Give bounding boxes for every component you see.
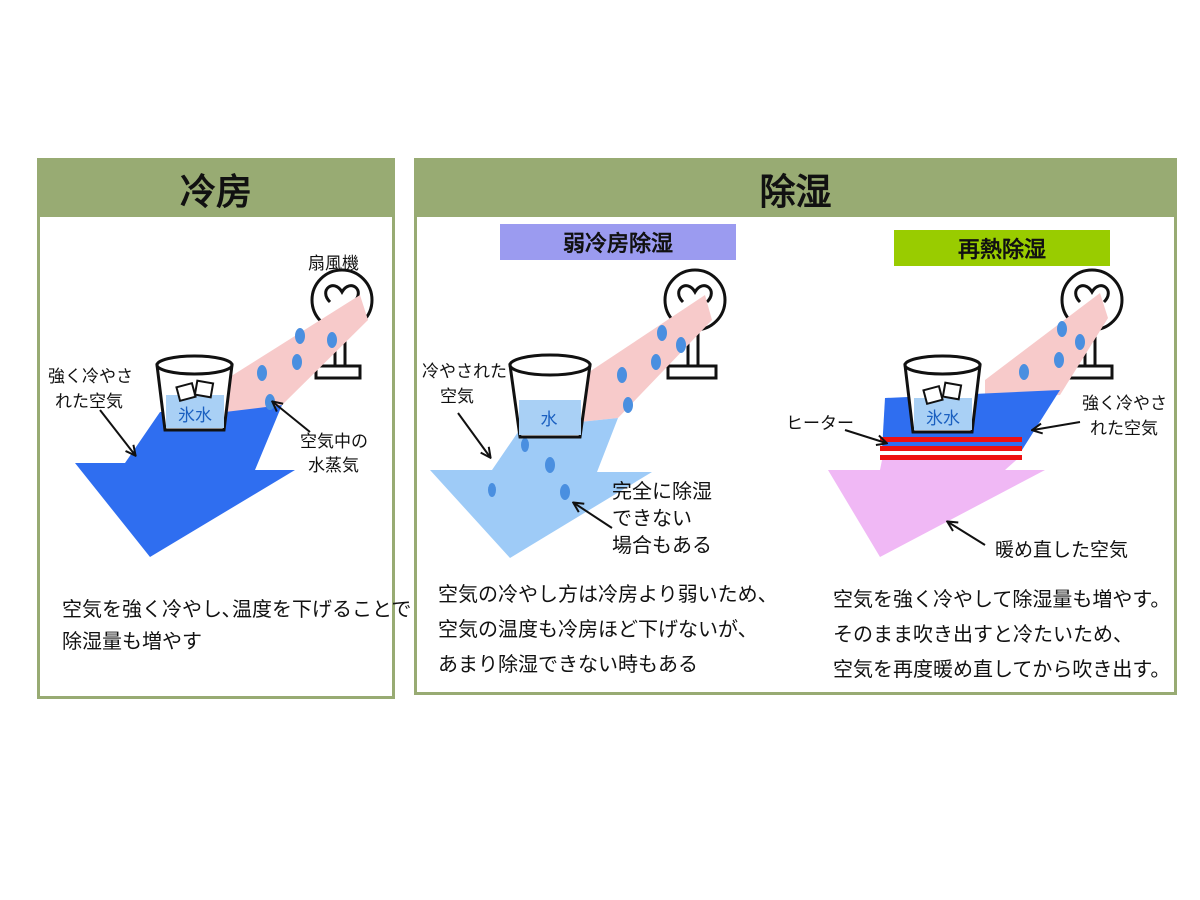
reheat-badge: 再熱除湿	[894, 230, 1110, 266]
reheat-arrow-rewarmed	[948, 522, 986, 546]
reheat-desc-3: 空気を再度暖め直してから吹き出す。	[833, 657, 1171, 681]
cooling-arrow-cold	[99, 409, 135, 455]
weak-desc-1: 空気の冷やし方は冷房より弱いため、	[438, 582, 778, 606]
cooling-cold-air-arrow	[75, 405, 295, 557]
weak-droplets	[488, 325, 686, 500]
reheat-cold-air-label-2: れた空気	[1090, 419, 1158, 439]
weak-cool-air-arrow	[430, 418, 652, 558]
weak-incomplete-label-1: 完全に除湿	[612, 479, 712, 503]
cooling-panel: 冷房	[37, 158, 395, 699]
weak-cooled-air-label-2: 空気	[440, 387, 474, 407]
reheat-droplets	[1019, 321, 1085, 380]
cooling-desc-1: 空気を強く冷やし､温度を下げることで	[62, 597, 412, 621]
cooling-desc-2: 除湿量も増やす	[62, 629, 202, 653]
weak-cooling-badge: 弱冷房除湿	[500, 224, 736, 260]
reheat-ice-water-label: 氷水	[926, 409, 960, 429]
cooling-title: 冷房	[40, 161, 392, 217]
cooling-droplets	[257, 328, 337, 410]
reheat-cold-air-label-1: 強く冷やさ	[1082, 394, 1167, 414]
reheat-arrow-heater	[844, 429, 886, 443]
weak-arrow-incomplete	[574, 503, 613, 529]
cooling-cold-air-label-1: 強く冷やさ	[48, 367, 133, 387]
reheat-desc-2: そのまま吹き出すと冷たいため、	[833, 622, 1133, 646]
reheat-ice-cup: 氷水	[903, 354, 982, 434]
weak-arrow-cooled	[457, 412, 490, 457]
cooling-vapor-label-1: 空気中の	[300, 432, 368, 452]
cooling-ice-water-label: 氷水	[178, 406, 212, 426]
cooling-arrow-vapor	[273, 402, 311, 433]
weak-humid-air	[580, 295, 712, 422]
weak-cooled-air-label-1: 冷やされた	[422, 362, 507, 382]
reheat-warm-air-arrow	[828, 455, 1045, 557]
weak-water-label: 水	[541, 410, 558, 430]
cooling-cold-air-label-2: れた空気	[55, 392, 123, 412]
reheat-rewarmed-label: 暖め直した空気	[995, 539, 1129, 561]
reheat-arrow-cold	[1033, 421, 1081, 430]
reheat-heater	[880, 437, 1022, 460]
weak-desc-2: 空気の温度も冷房ほど下げないが、	[438, 617, 758, 641]
cooling-fan-label: 扇風機	[308, 254, 359, 274]
weak-water-cup: 水	[508, 353, 592, 439]
cooling-ice-cup: 氷水	[155, 354, 234, 432]
cooling-vapor-label-2: 水蒸気	[308, 456, 359, 476]
weak-incomplete-label-2: できない	[612, 506, 692, 530]
weak-desc-3: あまり除湿できない時もある	[438, 652, 698, 676]
reheat-humid-air	[985, 293, 1108, 398]
reheat-heater-label: ヒーター	[786, 414, 854, 434]
reheat-desc-1: 空気を強く冷やして除湿量も増やす。	[833, 587, 1171, 611]
dehumid-title: 除湿	[417, 161, 1174, 217]
weak-incomplete-label-3: 場合もある	[612, 533, 712, 557]
